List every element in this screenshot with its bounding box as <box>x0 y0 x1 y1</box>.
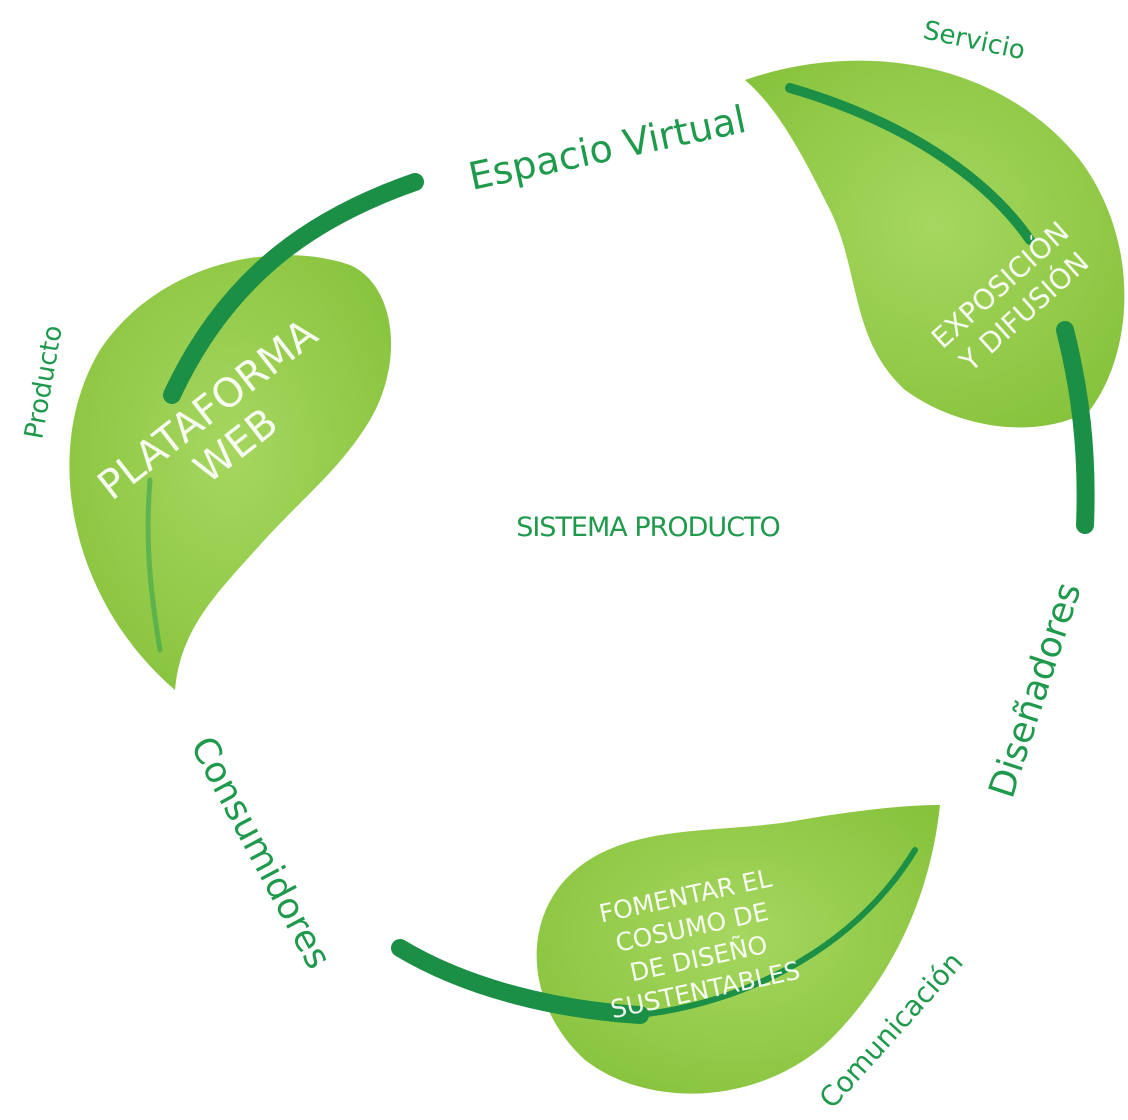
leaf-exposicion-difusion-vein <box>785 83 1035 245</box>
leaf-fomentar-consumo-vein <box>637 847 918 1018</box>
center-label: SISTEMA PRODUCTO <box>516 512 780 543</box>
label-servicio: Servicio <box>921 16 1028 67</box>
leaf-exposicion-difusion-blade <box>745 60 1125 428</box>
leaf-fomentar-consumo: FOMENTAR EL COSUMO DE DE DISEÑO SUSTENTA… <box>391 805 940 1094</box>
label-disenadores: Diseñadores <box>982 578 1090 803</box>
leaf-plataforma-web: PLATAFORMA WEB <box>69 173 424 690</box>
label-consumidores: Consumidores <box>182 730 339 976</box>
leaf-exposicion-difusion-stem <box>1056 321 1095 534</box>
leaf-plataforma-web-stem <box>163 173 424 404</box>
leaf-fomentar-consumo-stem <box>391 939 649 1024</box>
leaf-plataforma-web-vein <box>145 477 163 653</box>
label-espacio-virtual: Espacio Virtual <box>465 97 750 199</box>
leaf-exposicion-difusion: EXPOSICIÓN Y DIFUSIÓN <box>745 60 1125 534</box>
label-producto: Producto <box>19 323 68 441</box>
